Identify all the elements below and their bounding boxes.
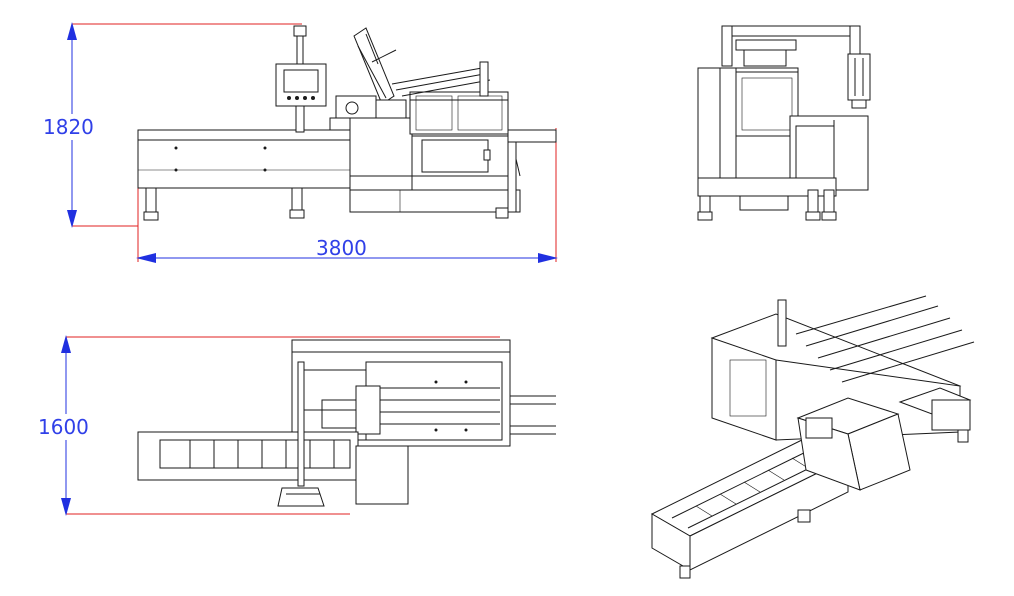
length-dimension: 3800	[136, 128, 558, 263]
front-machine	[137, 25, 557, 221]
height-dimension-label: 1820	[43, 115, 94, 139]
length-dimension-label: 3800	[316, 236, 367, 260]
top-view: 1600	[36, 335, 556, 516]
height-dimension: 1820	[40, 22, 302, 228]
side-view	[697, 25, 871, 221]
front-view: 1820 3800	[40, 22, 558, 263]
width-dimension-label: 1600	[38, 415, 89, 439]
top-machine	[137, 339, 556, 507]
isometric-view	[650, 295, 975, 579]
width-dimension: 1600	[36, 335, 500, 516]
